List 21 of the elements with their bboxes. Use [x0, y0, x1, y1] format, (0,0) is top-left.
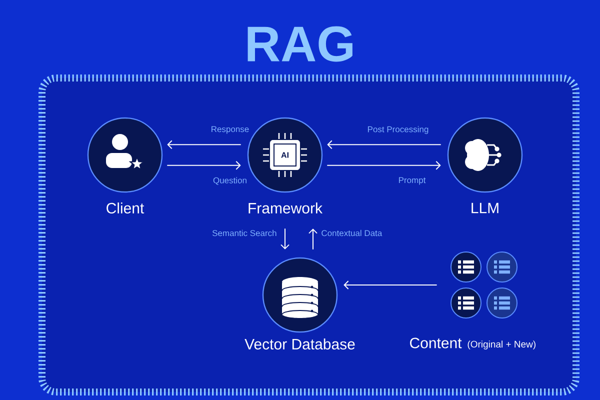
- node-sublabel: (Original + New): [468, 340, 536, 350]
- arrow: [167, 140, 242, 150]
- arrow: [344, 280, 438, 290]
- chip-label: AI: [281, 152, 288, 158]
- node-label: Client: [106, 202, 144, 214]
- edge-label: Question: [213, 177, 246, 185]
- edge-label: Contextual Data: [322, 230, 382, 236]
- arrow: [327, 140, 442, 150]
- arrow: [280, 228, 290, 250]
- edge-label: Response: [212, 126, 249, 134]
- edge-label: Post Processing: [368, 126, 428, 134]
- arrow: [326, 160, 441, 170]
- node-label: LLM: [472, 202, 498, 214]
- edge-label: Prompt: [399, 177, 426, 185]
- arrow: [308, 228, 318, 250]
- node-label: Framework: [248, 202, 322, 214]
- node-label: Content: [410, 338, 462, 348]
- edge-label: Semantic Search: [212, 230, 276, 236]
- arrow: [166, 160, 241, 170]
- title: RAG: [248, 26, 352, 62]
- node-label: Vector Database: [244, 338, 355, 350]
